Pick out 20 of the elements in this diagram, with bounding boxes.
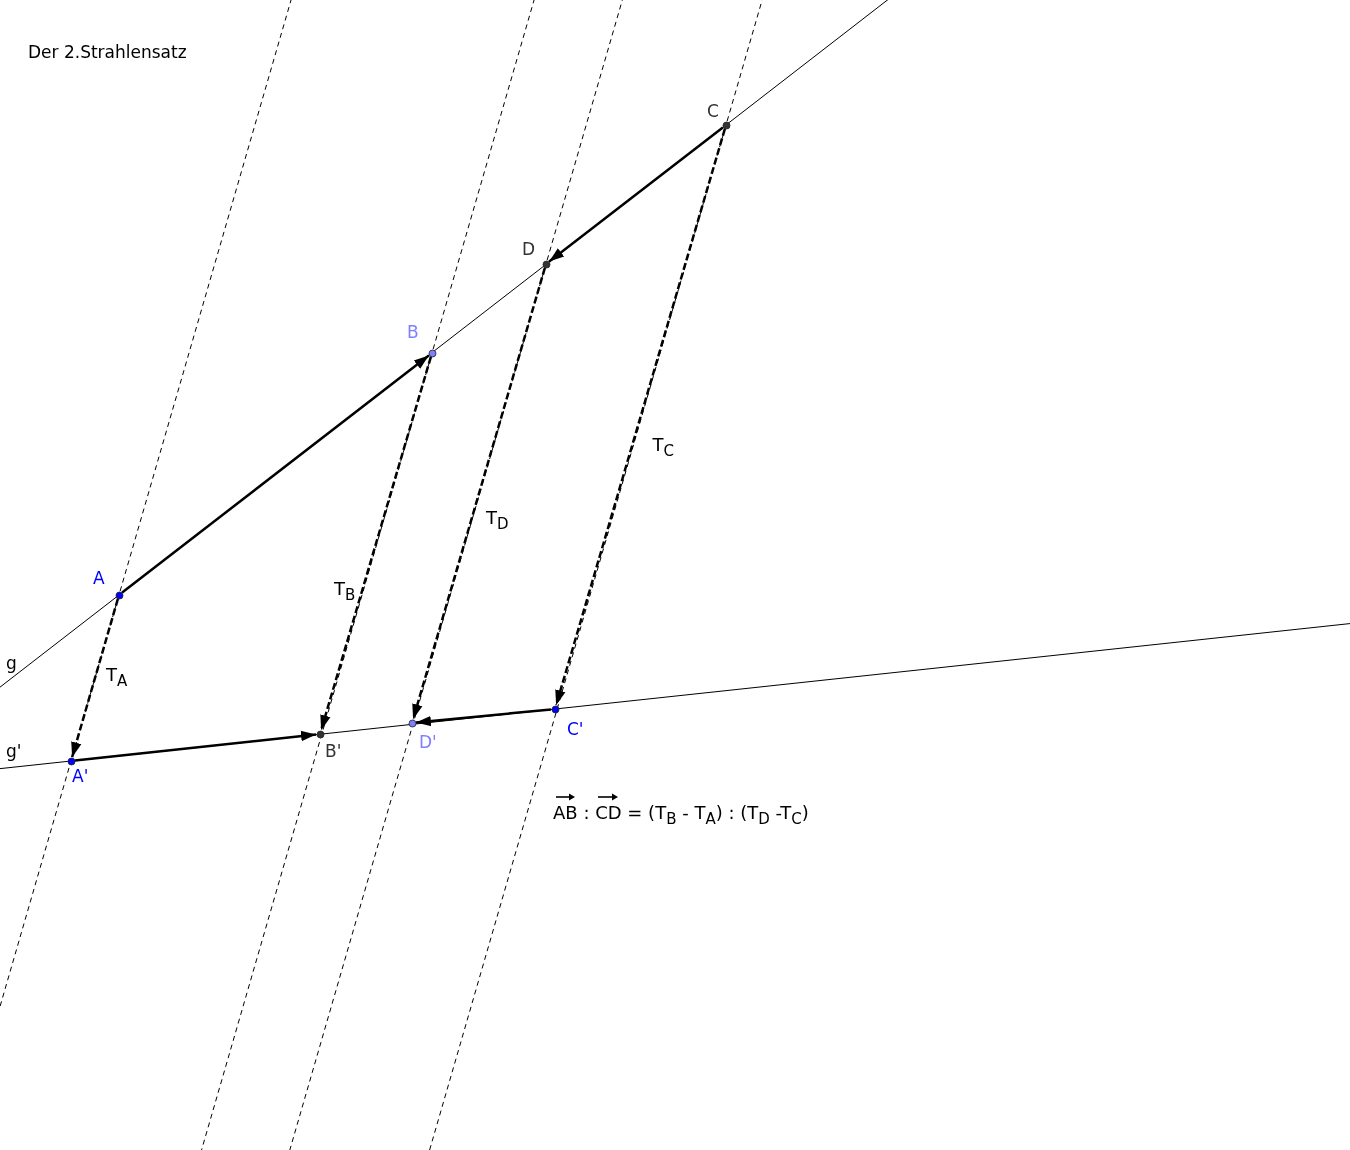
arrow bbox=[74, 730, 317, 762]
point-label: C bbox=[707, 102, 719, 120]
point-label: B bbox=[407, 323, 419, 341]
arrow bbox=[415, 708, 552, 727]
formula: AB : CD = (T$_{B}$ - T$_{A}$) : (T$_{D}$ -T$_{C}$) bbox=[553, 802, 809, 828]
arrow bbox=[121, 354, 430, 594]
dashed-arrow bbox=[411, 267, 547, 720]
arrow bbox=[548, 126, 724, 263]
point-label: A' bbox=[72, 767, 89, 785]
point-label: A bbox=[93, 569, 105, 587]
dashed-arrow bbox=[554, 128, 727, 706]
point-label: C' bbox=[567, 720, 584, 738]
point-label: D' bbox=[419, 733, 437, 751]
dashed-arrow bbox=[319, 356, 433, 731]
point-label: D bbox=[522, 240, 536, 258]
line-label: g bbox=[6, 653, 17, 673]
title: Der 2.Strahlensatz bbox=[28, 42, 187, 62]
dashed-arrow bbox=[70, 598, 120, 758]
line-label: g' bbox=[6, 741, 22, 761]
point-label: B' bbox=[325, 742, 342, 760]
